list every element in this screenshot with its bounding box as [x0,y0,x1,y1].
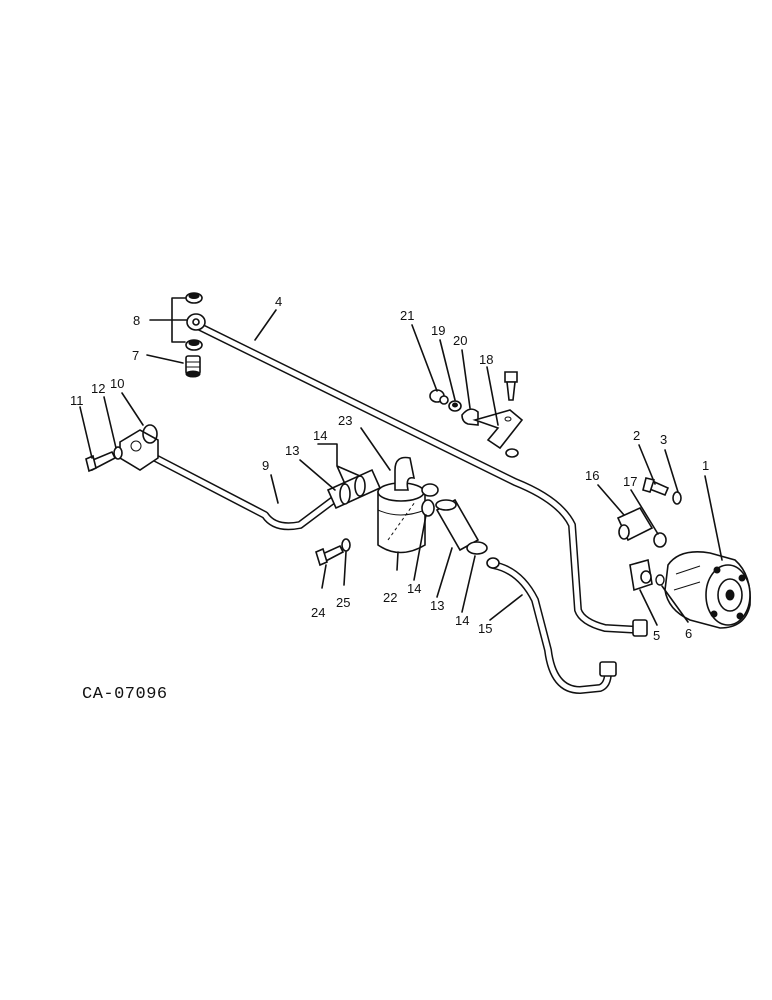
pipe-15 [486,557,617,694]
label-25: 25 [336,595,350,610]
label-12: 12 [91,381,105,396]
label-14-lower: 14 [455,613,469,628]
label-15: 15 [478,621,492,636]
label-19: 19 [431,323,445,338]
label-20: 20 [453,333,467,348]
o-ring-10 [142,424,158,444]
label-13-upper: 13 [285,443,299,458]
label-9: 9 [262,458,269,473]
hose-13-lower [435,498,480,552]
bolt-2 [642,477,670,497]
label-8: 8 [133,313,140,328]
o-ring-17 [653,532,667,548]
bolt-24 [315,544,345,567]
pump-1 [664,551,752,629]
label-17: 17 [623,474,637,489]
label-14-mid: 14 [407,581,421,596]
nut-18 [505,448,519,458]
o-ring-6 [655,574,665,586]
label-4: 4 [275,294,282,309]
label-7: 7 [132,348,139,363]
washer-set-8 [185,292,203,351]
label-14-upper: 14 [313,428,327,443]
leader-lines [79,297,723,626]
label-13-lower: 13 [430,598,444,613]
label-24: 24 [311,605,325,620]
pipe-9 [119,429,344,531]
label-10: 10 [110,376,124,391]
washer-25 [341,538,351,552]
drawing-code: CA-07096 [82,685,168,704]
label-2: 2 [633,428,640,443]
elbow-5 [629,558,653,592]
label-5: 5 [653,628,660,643]
label-6: 6 [685,626,692,641]
washer-19 [448,400,462,412]
bracket-18 [472,409,524,450]
fitting-7 [185,355,201,378]
washer-3 [672,491,682,505]
bolt-11 [85,450,117,473]
label-3: 3 [660,432,667,447]
label-18: 18 [479,352,493,367]
pipe-4 [186,313,648,637]
bolt-18 [504,371,518,401]
clamp-14-mid [421,499,435,517]
label-11: 11 [70,393,84,408]
elbow-23 [394,456,439,497]
label-16: 16 [585,468,599,483]
filter-22 [377,482,426,554]
label-21: 21 [400,308,414,323]
nut-21 [429,389,449,405]
hose-13-upper [326,468,382,510]
label-23: 23 [338,413,352,428]
label-22: 22 [383,590,397,605]
elbow-16 [616,506,654,542]
clip-20 [461,408,479,426]
washer-12 [113,446,123,460]
clamp-14-lower [466,541,488,555]
label-1: 1 [702,458,709,473]
